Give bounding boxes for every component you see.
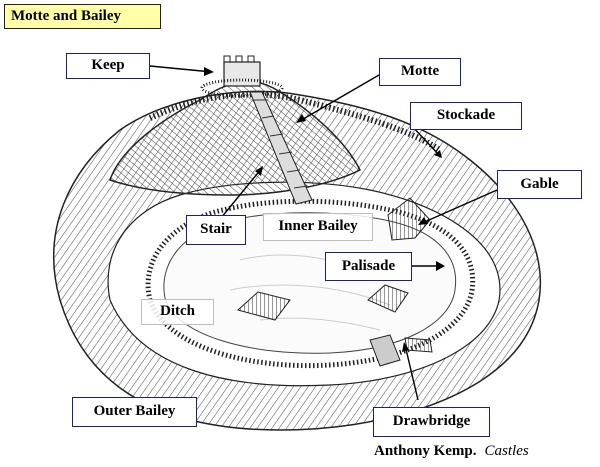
stockade-wall [148, 91, 442, 153]
label-ditch: Ditch [141, 299, 214, 325]
label-motte: Motte [379, 58, 461, 86]
label-palisade: Palisade [325, 252, 412, 281]
stair-arrow [220, 167, 263, 219]
arrow-heads [204, 67, 445, 352]
label-stair: Stair [186, 215, 246, 245]
drawbridge-arrow [404, 344, 419, 401]
motte-mound [109, 80, 362, 196]
motte-arrow [297, 74, 380, 123]
label-inner-bailey: Inner Bailey [263, 213, 373, 241]
label-keep: Keep [66, 53, 150, 79]
drawbridge-gate [369, 334, 401, 367]
gable-arrow [419, 189, 498, 225]
credit-book: Castles [484, 443, 529, 459]
stair-bridge [249, 91, 313, 205]
source-credit: Anthony Kemp. Castles [374, 443, 529, 460]
keep-arrow [149, 65, 213, 73]
hut-left [236, 291, 291, 321]
credit-author: Anthony Kemp. [374, 443, 477, 459]
label-gable: Gable [497, 170, 582, 199]
diagram-title: Motte and Bailey [4, 4, 161, 29]
label-stockade: Stockade [410, 102, 522, 130]
hut-right [367, 284, 409, 313]
keep-tower [223, 61, 261, 87]
gable-building [387, 197, 431, 241]
label-outer-bailey: Outer Bailey [72, 397, 197, 427]
label-drawbridge: Drawbridge [373, 407, 490, 437]
outer-palisade-ring [145, 198, 476, 369]
